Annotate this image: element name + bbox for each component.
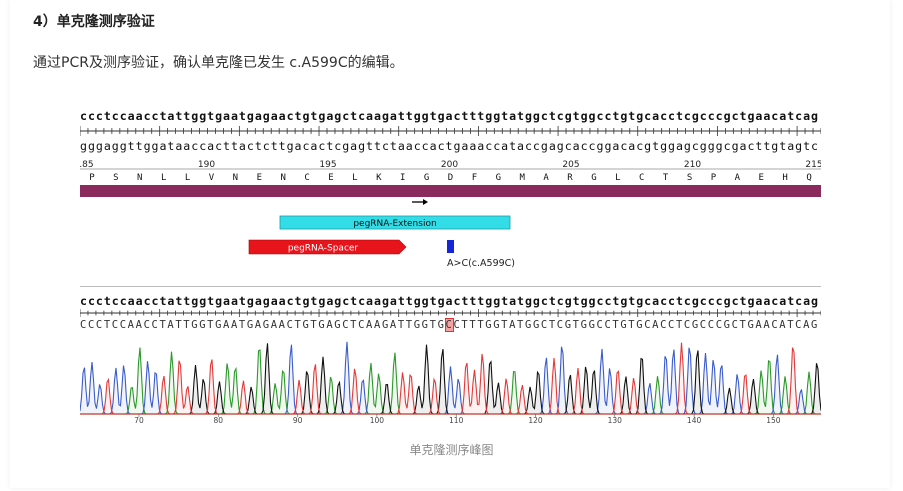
amino-acid: H — [782, 173, 787, 183]
sequencing-figure: ccctccaacctattggtgaatgagaactgtgagctcaaga… — [80, 104, 821, 424]
amino-acid: G — [424, 173, 429, 183]
amino-acid: C — [639, 173, 644, 183]
scan-tick-label: 70 — [134, 416, 144, 424]
mutation-marker — [447, 240, 454, 253]
amino-acid: F — [472, 173, 477, 183]
amino-acid: V — [209, 173, 215, 183]
position-label: 190 — [198, 160, 215, 170]
section-intro: 通过PCR及测序验证，确认单克隆已发生 c.A599C的编辑。 — [33, 55, 404, 71]
amino-acid: C — [304, 173, 309, 183]
amino-acid: A — [735, 173, 741, 183]
direction-arrow — [412, 199, 428, 205]
amino-acid: E — [328, 173, 333, 183]
amino-acid: N — [233, 173, 238, 183]
amino-acid: A — [543, 173, 549, 183]
position-label: 200 — [441, 160, 458, 170]
pegrna-extension-label: pegRNA-Extension — [353, 219, 436, 229]
figure-caption: 单克隆测序峰图 — [409, 443, 494, 457]
amino-acid: D — [448, 173, 453, 183]
scan-tick-label: 140 — [687, 416, 702, 424]
amino-acid: S — [687, 173, 692, 183]
position-label: 210 — [684, 160, 701, 170]
scan-tick-label: 90 — [293, 416, 303, 424]
amino-acid: N — [280, 173, 285, 183]
alignment-ruler — [80, 309, 821, 317]
section-heading: 4）单克隆测序验证 — [33, 14, 155, 30]
amino-acid: T — [663, 173, 669, 183]
scan-tick-label: 150 — [766, 416, 781, 424]
amino-acid: L — [352, 173, 357, 183]
amino-acid: E — [759, 173, 764, 183]
scan-tick-label: 100 — [370, 416, 385, 424]
reading-frame-band — [80, 185, 821, 197]
amino-acid: I — [400, 173, 405, 183]
scan-tick-label: 110 — [449, 416, 464, 424]
amino-acid: Q — [806, 173, 811, 183]
amino-acid: S — [113, 173, 118, 183]
read-seq-after: CTTTGGTATGGCTCGTGGCCTGTGCACCTCGCCCGCTGAA… — [453, 319, 820, 331]
edited-base: C — [444, 318, 455, 332]
amino-acid: E — [257, 173, 262, 183]
read-seq-before: CCCTCCAACCTATTGGTGAATGAGAACTGTGAGCTCAAGA… — [80, 319, 446, 331]
amino-acid: P — [89, 173, 95, 183]
track-separator — [80, 286, 821, 287]
position-label: 215 — [805, 160, 821, 170]
read-sequence: CCCTCCAACCTATTGGTGAATGAGAACTGTGAGCTCAAGA… — [80, 318, 820, 332]
position-label: 205 — [562, 160, 579, 170]
reference-top-strand: ccctccaacctattggtgaatgagaactgtgagctcaaga… — [80, 109, 819, 123]
amino-acid: L — [615, 173, 620, 183]
amino-acid: M — [519, 173, 525, 183]
pegrna-extension-bar — [279, 215, 511, 230]
amino-acid: L — [161, 173, 166, 183]
scan-tick-label: 120 — [528, 416, 543, 424]
amino-acid: G — [496, 173, 501, 183]
scan-tick-label: 80 — [214, 416, 224, 424]
amino-acid: L — [185, 173, 190, 183]
amino-acid: G — [591, 173, 596, 183]
scan-tick-label: 130 — [608, 416, 623, 424]
pegrna-spacer-label: pegRNA-Spacer — [288, 244, 359, 254]
chromatogram: 70 80 90 100 110 120 130 140 150 — [80, 341, 821, 424]
position-label: 185 — [80, 160, 94, 170]
aligned-reference: ccctccaacctattggtgaatgagaactgtgagctcaaga… — [80, 294, 819, 308]
mutation-label: A>C(c.A599C) — [447, 258, 515, 268]
amino-acid: K — [376, 173, 382, 183]
reference-bottom-strand: gggaggttggataaccacttactcttgacactcgagttct… — [80, 139, 819, 153]
position-label: 195 — [319, 160, 336, 170]
amino-acid: R — [567, 173, 573, 183]
feature-map: pegRNA-Extension pegRNA-Spacer A>C(c.A59… — [248, 199, 515, 268]
amino-acid: P — [711, 173, 717, 183]
pegrna-spacer-bar — [248, 239, 407, 255]
amino-acid: N — [137, 173, 142, 183]
sequence-ruler — [80, 126, 821, 136]
